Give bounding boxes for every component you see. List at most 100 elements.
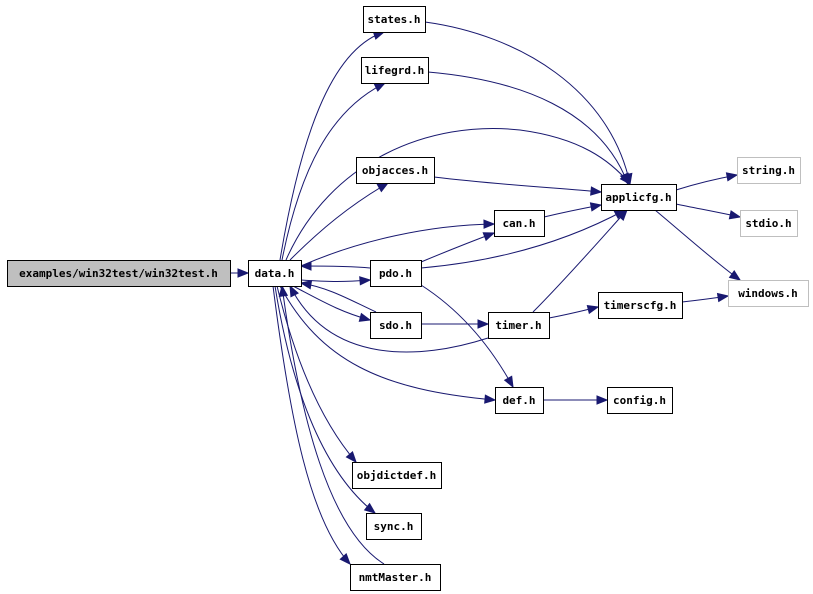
edge-line: [420, 284, 514, 388]
arrowhead-icon: [345, 450, 357, 464]
node-win32test[interactable]: examples/win32test/win32test.h: [7, 260, 231, 287]
arrowhead-icon: [590, 186, 603, 196]
node-lifegrd[interactable]: lifegrd.h: [361, 57, 429, 84]
node-box: [370, 312, 422, 339]
node-box: [598, 292, 683, 319]
node-label: can.h: [502, 217, 535, 230]
node-box: [740, 210, 798, 237]
node-timer[interactable]: timer.h: [488, 312, 550, 339]
node-can[interactable]: can.h: [494, 210, 545, 237]
edge-line: [272, 285, 351, 565]
edge-data-to-pdo: [300, 276, 372, 286]
edge-data-to-sync: [274, 285, 377, 514]
edge-data-to-nmtMaster: [272, 285, 351, 565]
node-states[interactable]: states.h: [363, 6, 426, 33]
node-label: sdo.h: [379, 319, 412, 332]
arrowhead-icon: [477, 319, 490, 329]
node-label: applicfg.h: [605, 191, 671, 204]
arrowhead-icon: [586, 304, 600, 315]
edge-line: [274, 285, 376, 514]
arrowhead-icon: [484, 394, 497, 404]
arrowhead-icon: [376, 182, 390, 193]
node-stdio[interactable]: stdio.h: [740, 210, 798, 237]
edge-def-to-config: [543, 395, 609, 405]
node-data[interactable]: data.h: [248, 260, 302, 287]
edge-timer-to-timerscfg: [548, 304, 600, 319]
edge-data-to-objacces: [289, 182, 390, 261]
edge-applicfg-to-windows: [654, 209, 742, 281]
edge-timerscfg-to-windows: [681, 292, 730, 303]
node-objacces[interactable]: objacces.h: [356, 157, 435, 184]
edge-states-to-applicfg: [424, 21, 633, 186]
node-box: [356, 157, 435, 184]
edge-pdo-to-can: [420, 232, 496, 263]
edge-line: [424, 21, 631, 185]
edge-lifegrd-to-applicfg: [427, 71, 629, 186]
arrowhead-icon: [725, 172, 739, 182]
edge-line: [276, 285, 357, 463]
node-label: lifegrd.h: [365, 64, 425, 77]
node-box: [601, 184, 677, 211]
edge-pdo-to-def: [420, 284, 514, 389]
arrowhead-icon: [589, 202, 603, 212]
node-label: objacces.h: [362, 164, 428, 177]
node-sync[interactable]: sync.h: [366, 513, 422, 540]
edge-win32test-to-data: [230, 268, 250, 278]
arrowhead-icon: [339, 553, 351, 565]
node-label: states.h: [368, 13, 421, 26]
node-sdo[interactable]: sdo.h: [370, 312, 422, 339]
arrowhead-icon: [237, 268, 250, 278]
node-box: [728, 280, 809, 307]
arrowhead-icon: [359, 276, 372, 286]
edge-line: [532, 209, 628, 313]
arrowhead-icon: [503, 375, 514, 389]
arrowhead-icon: [363, 502, 377, 514]
node-nmtMaster[interactable]: nmtMaster.h: [350, 564, 441, 591]
node-label: timerscfg.h: [604, 299, 677, 312]
node-box: [607, 387, 673, 414]
node-label: pdo.h: [379, 267, 412, 280]
edge-line: [300, 223, 495, 267]
node-string[interactable]: string.h: [737, 157, 801, 184]
edge-sdo-to-data: [299, 280, 377, 313]
node-def[interactable]: def.h: [495, 387, 544, 414]
arrowhead-icon: [482, 232, 496, 242]
edge-nmtMaster-to-data: [278, 284, 385, 565]
edges-layer: [230, 21, 742, 565]
edge-applicfg-to-stdio: [675, 203, 742, 220]
node-box: [7, 260, 231, 287]
edge-data-to-lifegrd: [281, 82, 387, 261]
arrowhead-icon: [373, 82, 387, 92]
node-box: [737, 157, 801, 184]
node-label: sync.h: [374, 520, 414, 533]
edge-line: [289, 285, 489, 353]
node-objdictdef[interactable]: objdictdef.h: [352, 462, 442, 489]
node-label: examples/win32test/win32test.h: [19, 267, 218, 280]
node-windows[interactable]: windows.h: [728, 280, 809, 307]
node-box: [488, 312, 550, 339]
node-label: objdictdef.h: [357, 469, 436, 482]
node-box: [363, 6, 426, 33]
node-label: timer.h: [495, 319, 541, 332]
node-box: [366, 513, 422, 540]
node-label: string.h: [742, 164, 795, 177]
edge-timer-to-applicfg: [532, 208, 628, 313]
node-box: [494, 210, 545, 237]
node-box: [361, 57, 429, 84]
node-config[interactable]: config.h: [607, 387, 673, 414]
arrowhead-icon: [616, 208, 628, 221]
arrowhead-icon: [728, 270, 742, 281]
edge-sdo-to-timer: [421, 319, 490, 329]
edge-line: [289, 182, 389, 261]
node-label: def.h: [502, 394, 535, 407]
arrowhead-icon: [728, 210, 742, 220]
node-applicfg[interactable]: applicfg.h: [601, 184, 677, 211]
edge-pdo-to-data: [299, 261, 371, 271]
edge-line: [279, 285, 496, 401]
edge-line: [420, 232, 495, 263]
node-label: nmtMaster.h: [359, 571, 432, 584]
node-box: [352, 462, 442, 489]
node-timerscfg[interactable]: timerscfg.h: [598, 292, 683, 319]
node-pdo[interactable]: pdo.h: [370, 260, 422, 287]
edge-line: [427, 71, 629, 185]
